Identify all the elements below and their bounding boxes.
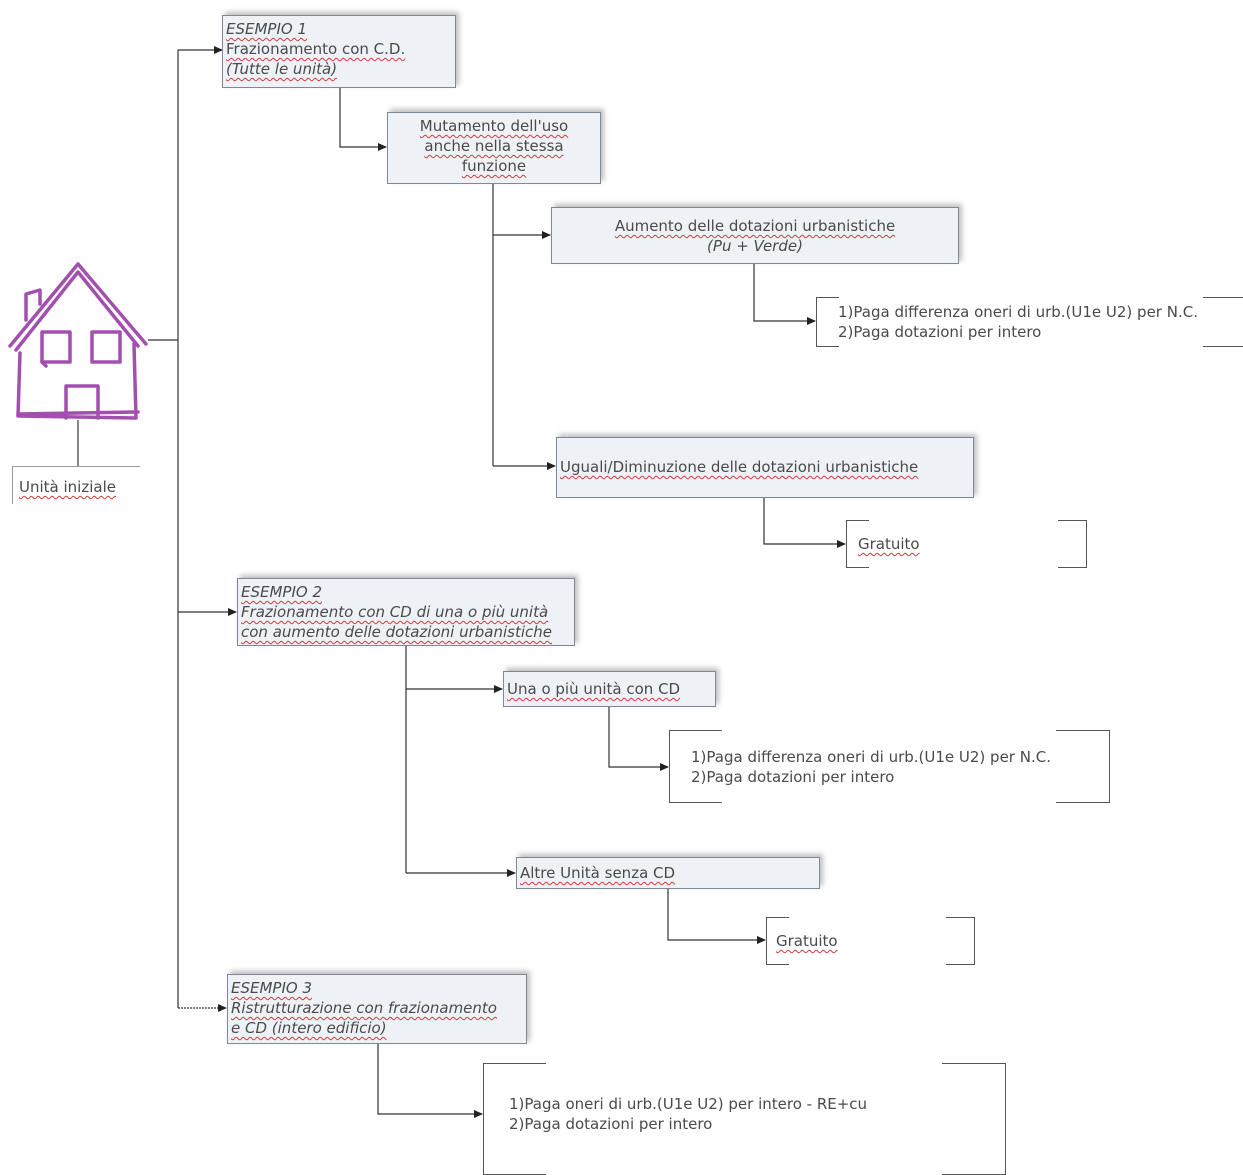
esempio1-line2: Frazionamento con C.D.: [226, 40, 406, 58]
esempio3-line2: Ristrutturazione con frazionamento: [231, 999, 497, 1017]
mutamento-line3: funzione: [461, 157, 527, 175]
result1-line2: 2)Paga dotazioni per intero: [838, 323, 1042, 341]
esempio2-title: ESEMPIO 2: [241, 583, 323, 601]
esempio3-title: ESEMPIO 3: [231, 979, 313, 997]
result2-bracket-right: [1056, 730, 1110, 803]
uguali-box: Uguali/Diminuzione delle dotazioni urban…: [556, 437, 974, 498]
altre-box: Altre Unità senza CD: [516, 857, 820, 889]
gratuito1-label: Gratuito: [858, 535, 920, 553]
unapiu-box: Una o più unità con CD: [503, 671, 716, 707]
house-icon: [8, 262, 148, 420]
result1-bracket-left: [816, 297, 839, 347]
result2-line2: 2)Paga dotazioni per intero: [691, 768, 895, 786]
esempio2-box: ESEMPIO 2 Frazionamento con CD di una o …: [237, 578, 575, 646]
mutamento-line2: anche nella stessa: [424, 137, 564, 155]
gratuito1-bracket-right: [1058, 520, 1087, 568]
result2-bracket-left: [669, 730, 722, 803]
gratuito2-bracket-right: [946, 917, 975, 965]
result2-line1: 1)Paga differenza oneri di urb.(U1e U2) …: [691, 748, 1051, 766]
esempio2-line2: Frazionamento con CD di una o più unità: [241, 603, 549, 621]
house-caption-box: Unità iniziale: [12, 466, 140, 504]
esempio3-box: ESEMPIO 3 Ristrutturazione con frazionam…: [227, 974, 527, 1044]
gratuito2-label: Gratuito: [776, 932, 838, 950]
aumento-line2: (Pu + Verde): [707, 237, 803, 255]
esempio1-box: ESEMPIO 1 Frazionamento con C.D. (Tutte …: [222, 15, 456, 88]
esempio2-line3: con aumento delle dotazioni urbanistiche: [241, 623, 552, 641]
esempio1-line3: (Tutte le unità): [226, 60, 338, 78]
esempio3-line3: e CD (intero edificio): [231, 1019, 387, 1037]
mutamento-box: Mutamento dell'uso anche nella stessa fu…: [387, 112, 601, 184]
altre-line1: Altre Unità senza CD: [520, 864, 676, 882]
result1-bracket-right: [1203, 297, 1243, 347]
aumento-line1: Aumento delle dotazioni urbanistiche: [614, 217, 896, 235]
aumento-box: Aumento delle dotazioni urbanistiche (Pu…: [551, 207, 959, 264]
result1-line1: 1)Paga differenza oneri di urb.(U1e U2) …: [838, 303, 1198, 321]
uguali-line1: Uguali/Diminuzione delle dotazioni urban…: [560, 458, 919, 476]
mutamento-line1: Mutamento dell'uso: [419, 117, 569, 135]
gratuito1-bracket-left: [846, 520, 869, 568]
unapiu-line1: Una o più unità con CD: [507, 680, 681, 698]
esempio1-title: ESEMPIO 1: [226, 20, 308, 38]
result3-line2: 2)Paga dotazioni per intero: [509, 1115, 713, 1133]
result3-bracket-right: [942, 1063, 1006, 1175]
house-caption: Unità iniziale: [19, 478, 116, 496]
result3-line1: 1)Paga oneri di urb.(U1e U2) per intero …: [509, 1095, 868, 1113]
gratuito2-bracket-left: [766, 917, 789, 965]
